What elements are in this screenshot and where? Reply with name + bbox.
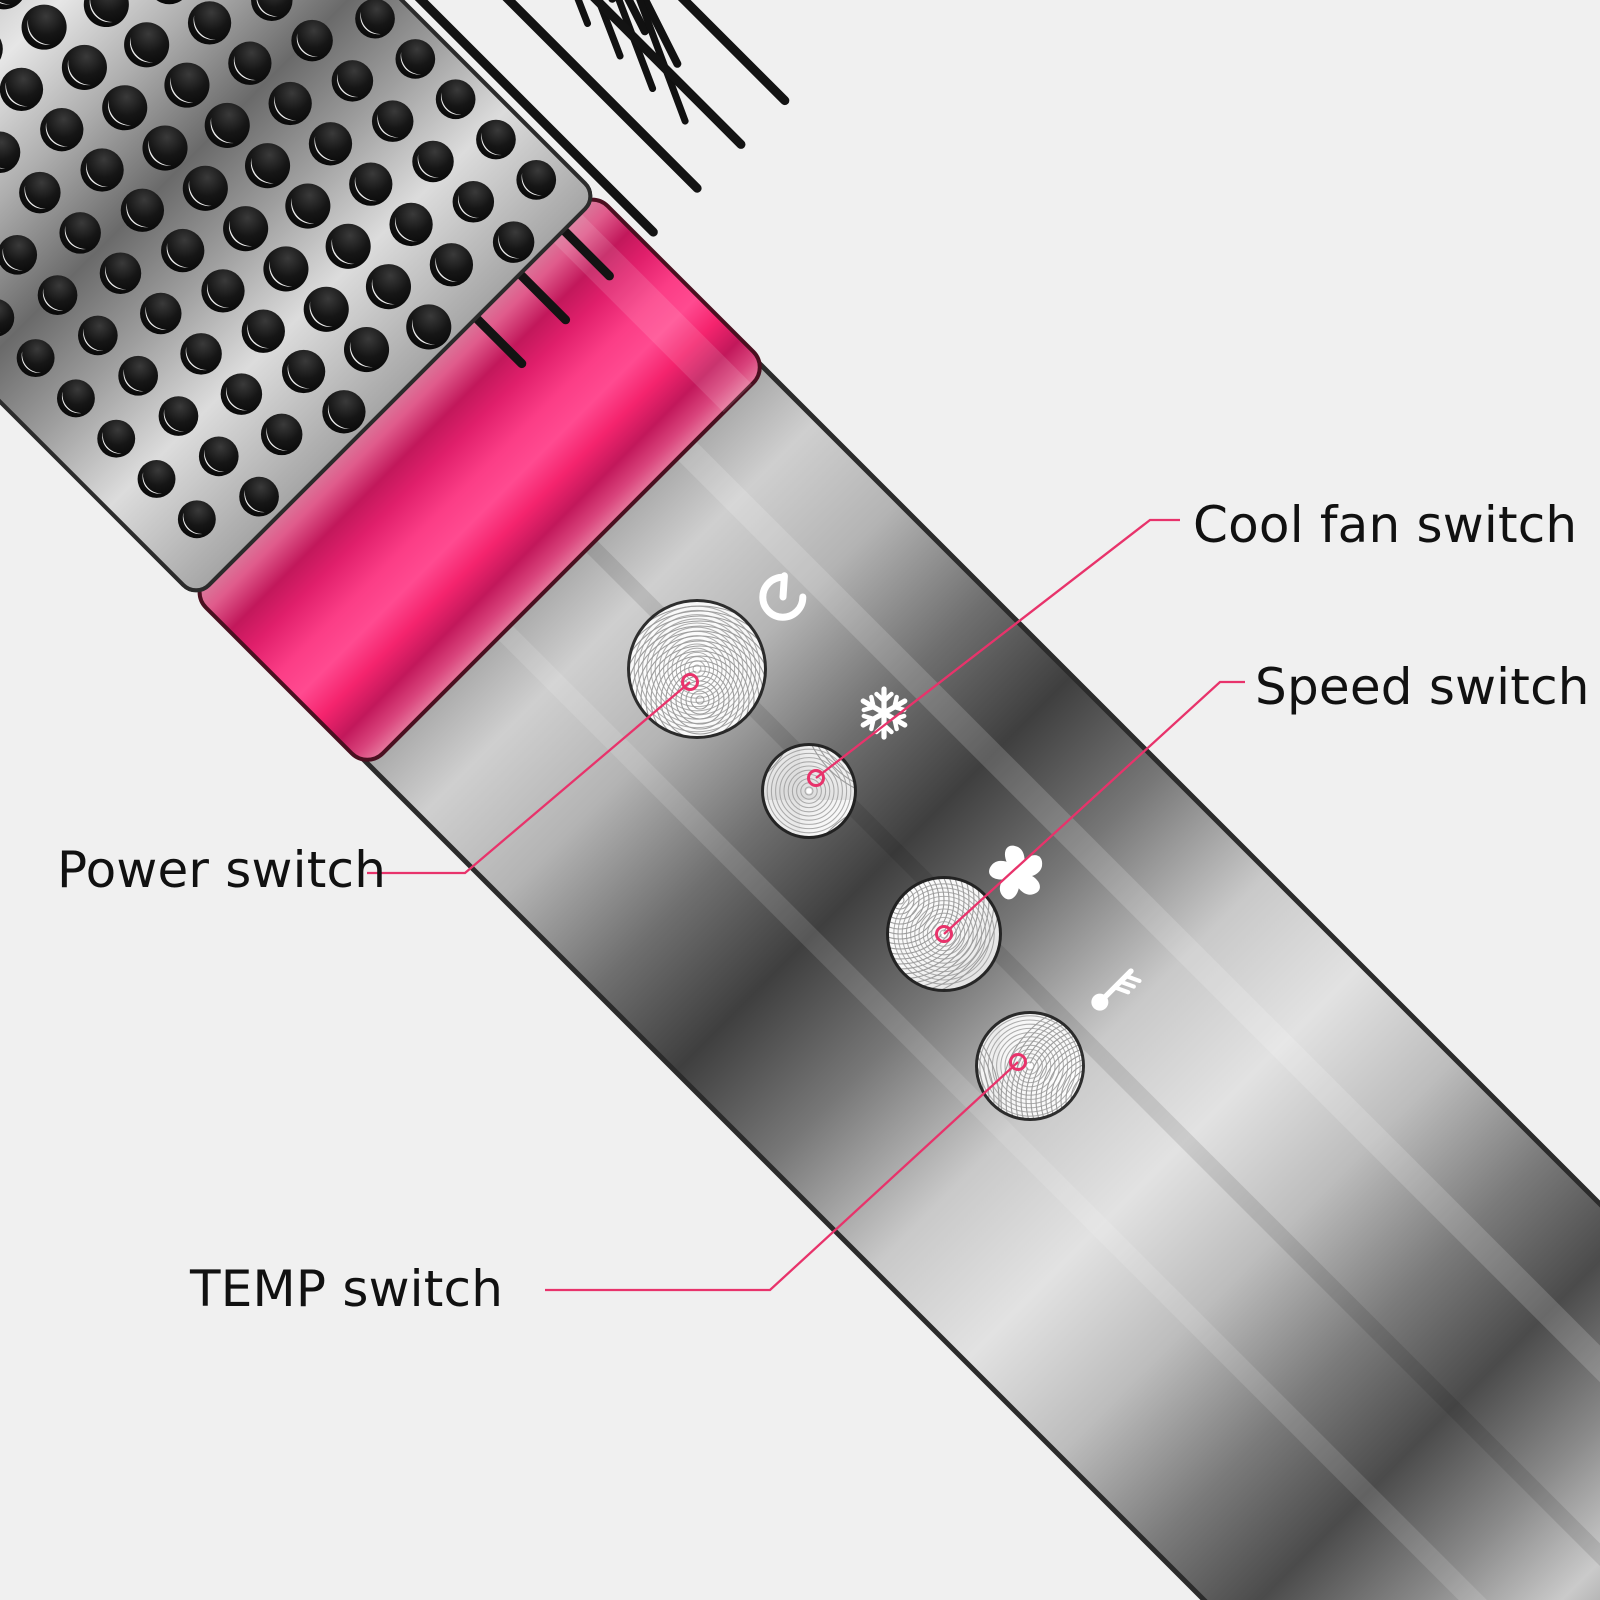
bristle-rail	[502, 0, 702, 193]
vent-hole	[251, 0, 293, 22]
vent-hole	[164, 62, 210, 108]
vent-hole	[223, 206, 269, 252]
vent-hole	[268, 81, 312, 126]
vent-hole	[476, 119, 516, 160]
leader-marker-speed-switch	[935, 925, 953, 943]
power-button-rings	[633, 605, 761, 733]
bristle-rail	[414, 0, 658, 237]
vent-hole	[239, 476, 279, 517]
vent-hole	[99, 252, 142, 294]
vent-hole	[435, 79, 476, 120]
speed-button-rings	[893, 883, 995, 985]
vent-hole	[241, 309, 285, 353]
vent-hole	[19, 171, 61, 214]
vent-hole	[140, 292, 182, 335]
vent-hole	[429, 243, 474, 287]
vent-hole	[77, 315, 118, 356]
vent-hole	[97, 419, 136, 458]
vent-hole	[0, 298, 15, 337]
vent-hole	[142, 125, 188, 171]
vent-hole	[59, 212, 101, 254]
power-icon	[759, 572, 807, 621]
bristle	[615, 0, 657, 93]
vent-hole	[21, 4, 67, 50]
vent-hole	[37, 275, 78, 315]
label-power-switch: Power switch	[57, 841, 387, 899]
vent-hole	[83, 0, 129, 28]
vent-hole	[285, 183, 331, 229]
vent-hole	[180, 333, 222, 375]
bristle	[636, 0, 689, 125]
vent-hole	[124, 22, 170, 68]
vent-hole	[61, 44, 107, 90]
vent-hole	[291, 19, 333, 62]
vent-hole	[308, 122, 353, 166]
vent-hole	[177, 500, 216, 539]
vent-hole	[260, 413, 303, 456]
leader-marker-power-switch	[681, 673, 699, 691]
vent-hole	[516, 160, 557, 200]
leader-line-temp-switch	[545, 1061, 1019, 1292]
vent-hole	[228, 41, 272, 85]
leader-marker-temp-switch	[1009, 1053, 1027, 1071]
label-speed-switch: Speed switch	[1255, 658, 1590, 716]
vent-hole	[137, 460, 176, 498]
vent-hole	[118, 355, 158, 396]
vent-hole	[371, 100, 414, 142]
temp-button-rings	[979, 1015, 1081, 1117]
bristle	[594, 0, 624, 60]
vent-hole	[349, 162, 393, 206]
label-cool-fan-switch: Cool fan switch	[1193, 496, 1578, 554]
bristle-rail	[590, 0, 746, 149]
vent-hole	[187, 1, 232, 45]
thermometer-icon	[1091, 968, 1142, 1011]
vent-hole	[158, 396, 199, 436]
leader-line-cool-fan-switch	[815, 518, 1180, 779]
vent-hole	[406, 304, 452, 350]
vent-hole	[56, 379, 95, 418]
vent-hole	[0, 131, 21, 174]
vent-hole	[220, 373, 263, 415]
vent-hole	[40, 108, 84, 152]
vent-hole	[16, 339, 55, 378]
vent-hole	[263, 246, 309, 292]
vent-hole	[303, 286, 349, 332]
vent-hole	[182, 165, 228, 211]
annotation-leader-lines	[367, 518, 1245, 1292]
vent-hole	[395, 39, 436, 79]
vent-hole	[331, 60, 374, 102]
vent-hole	[492, 221, 535, 263]
vent-hole	[452, 181, 495, 223]
vent-hole	[0, 234, 38, 275]
bristle	[640, 0, 682, 68]
vent-hole	[389, 202, 433, 247]
brush-barrel-face	[0, 0, 593, 593]
label-temp-switch: TEMP switch	[190, 1260, 504, 1318]
leader-line-power-switch	[367, 681, 691, 875]
vent-hole	[198, 436, 239, 477]
vent-hole	[201, 269, 245, 313]
vent-hole	[322, 390, 366, 434]
vent-hole	[161, 228, 205, 273]
vent-hole	[102, 85, 148, 131]
vent-hole	[281, 349, 326, 394]
vent-hole	[120, 188, 165, 232]
vent-hole	[244, 143, 291, 189]
vent-hole	[204, 102, 250, 148]
vent-hole	[0, 67, 44, 112]
leader-marker-cool-fan-switch	[807, 769, 825, 787]
vent-hole	[80, 148, 124, 192]
vent-hole	[325, 223, 371, 269]
leader-line-speed-switch	[943, 680, 1245, 935]
vent-hole	[365, 264, 412, 310]
vent-hole	[412, 140, 454, 183]
vent-hole	[343, 327, 390, 373]
vent-hole	[355, 0, 395, 39]
